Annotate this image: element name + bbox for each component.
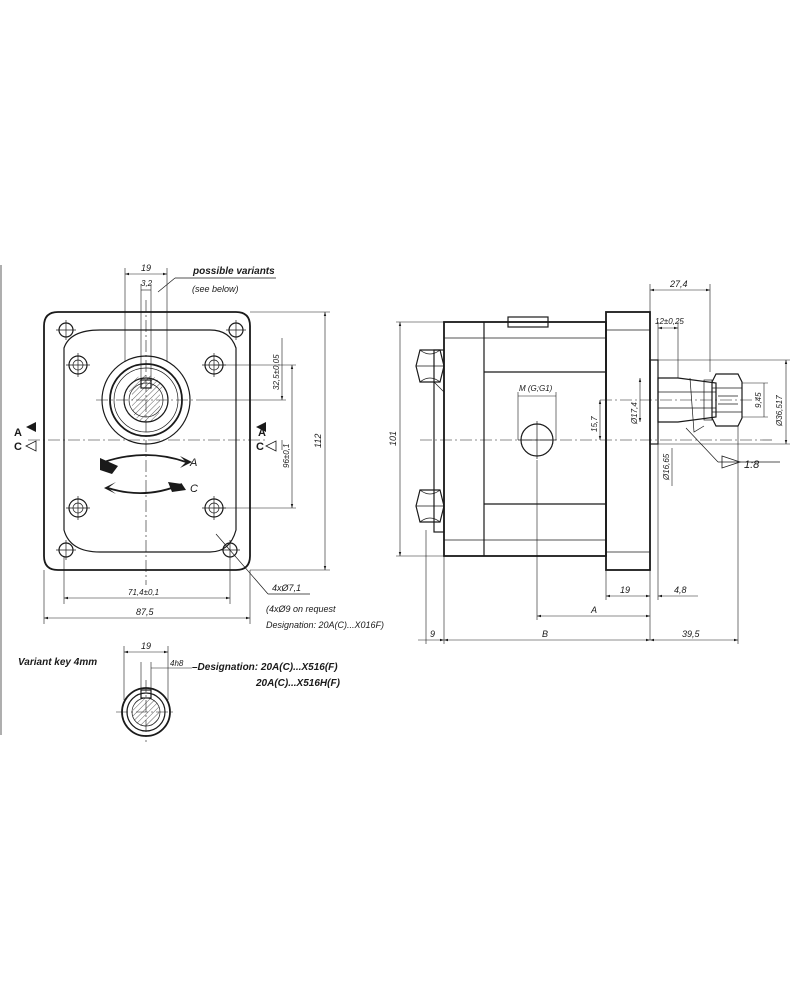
side-body-main	[443, 321, 607, 557]
hole-request-note: (4xØ9 on request	[266, 604, 336, 614]
side-flange	[605, 311, 651, 571]
body-bolt-bl	[66, 496, 90, 520]
dim-101-label: 101	[388, 431, 398, 446]
svg-text:A: A	[258, 427, 266, 439]
taper-label: 1:8	[744, 459, 760, 471]
flange-hole-bl	[56, 540, 76, 560]
variant-shaft	[116, 680, 176, 742]
rotation-label-c: C	[190, 483, 198, 495]
variant-dim-19-label: 19	[141, 641, 151, 651]
taper-symbol	[721, 455, 742, 469]
dim-17-4-label: Ø17,4	[630, 402, 639, 425]
variant-designation-1: –Designation: 20A(C)...X516(F)	[192, 662, 338, 673]
hole-designation-note: Designation: 20A(C)...X016F)	[266, 620, 384, 630]
hex-bolt-top	[415, 349, 445, 393]
dim-9-label: 9	[430, 629, 435, 639]
flange-hole-tr	[226, 320, 246, 340]
rotation-label-a: A	[189, 457, 197, 469]
body-bolt-tl	[66, 353, 90, 377]
dim-4-8-label: 4,8	[674, 585, 687, 595]
dim-b-label: B	[542, 629, 548, 639]
front-flange-outline	[43, 311, 251, 571]
pilot-ring	[649, 359, 659, 445]
dim-15-7-label: 15,7	[590, 416, 599, 432]
dim-9-45-label: 9,45	[754, 392, 763, 408]
variant-key: Variant key 4mm 19 4h8 –Designation: 20A…	[18, 641, 341, 742]
dim-19-label: 19	[141, 263, 151, 273]
front-view: A C A C A C 19 3,2 possible variants (se…	[14, 263, 384, 630]
port-label: M (G;G1)	[519, 384, 553, 393]
side-view: M (G;G1) 27,4 12±0,25	[388, 279, 790, 644]
dim-71-4-label: 71,4±0,1	[128, 588, 159, 597]
rotation-arrows	[100, 454, 192, 495]
possible-variants-label: possible variants	[192, 266, 275, 277]
dim-36-517-label: Ø36,517	[775, 395, 784, 427]
dim-12-label: 12±0,25	[655, 317, 684, 326]
dim-32-5-label: 32,5±0,05	[272, 354, 281, 390]
front-body-outline	[63, 329, 237, 553]
hex-bolt-bottom	[415, 489, 445, 523]
svg-text:A: A	[14, 427, 22, 439]
top-marker	[507, 316, 549, 328]
dim-3-2-label: 3,2	[141, 279, 153, 288]
section-marker-right: A C	[256, 422, 277, 453]
dim-96-label: 96±0,1	[282, 444, 291, 468]
variant-dim-4h8-label: 4h8	[170, 659, 184, 668]
flange-hole-tl	[56, 320, 76, 340]
svg-text:C: C	[256, 441, 264, 453]
dim-27-4-label: 27,4	[669, 279, 688, 289]
dim-87-5-label: 87,5	[136, 607, 155, 617]
dim-a-label: A	[590, 605, 597, 615]
dim-16-65-label: Ø16,65	[662, 453, 671, 481]
variant-title: Variant key 4mm	[18, 657, 97, 668]
dim-39-5-label: 39,5	[682, 629, 701, 639]
dim-19-side-label: 19	[620, 585, 630, 595]
dim-112-label: 112	[313, 434, 323, 448]
section-marker-left: A C	[14, 422, 37, 453]
svg-text:C: C	[14, 441, 22, 453]
variant-designation-2: 20A(C)...X516H(F)	[255, 678, 341, 689]
hole-callout: 4xØ7,1	[272, 583, 301, 593]
see-below-label: (see below)	[192, 284, 239, 294]
